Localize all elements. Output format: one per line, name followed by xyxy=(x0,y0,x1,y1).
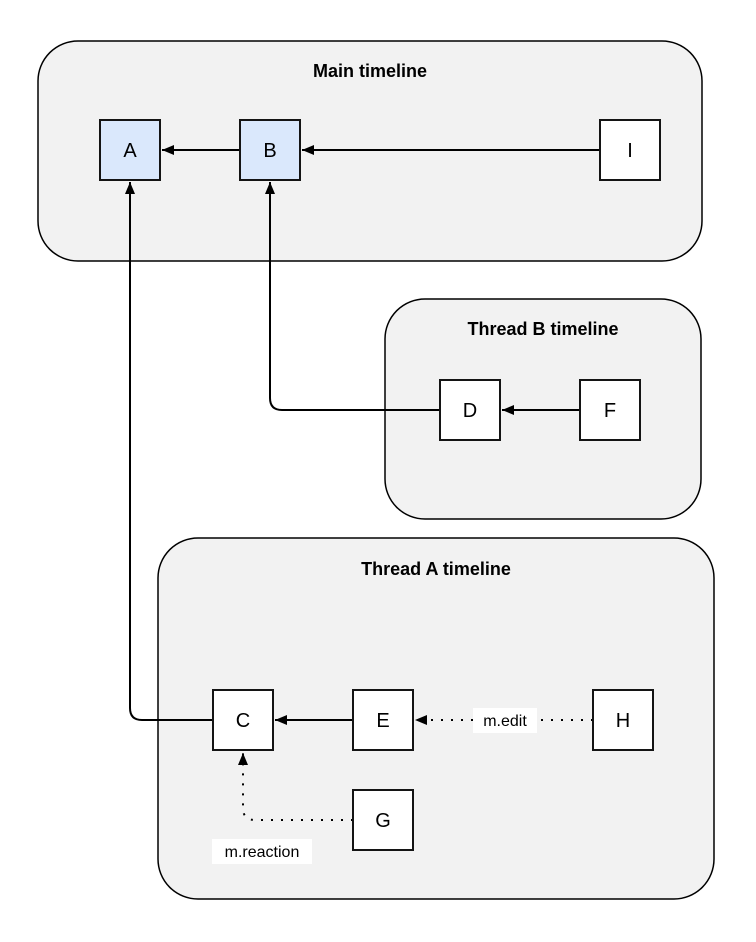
event-b-label: B xyxy=(263,140,276,162)
edge-d-to-b xyxy=(265,182,440,411)
event-f-label: F xyxy=(604,400,616,422)
m-reaction-label-bg xyxy=(212,839,312,864)
thread-a-timeline-box xyxy=(157,537,715,900)
event-node-a: A xyxy=(99,119,161,181)
event-g-box xyxy=(352,789,414,851)
event-node-d: D xyxy=(439,379,501,441)
event-e-box xyxy=(352,689,414,751)
event-node-g: G xyxy=(352,789,414,851)
m-reaction-label: m.reaction xyxy=(225,844,300,861)
event-node-h: H xyxy=(592,689,654,751)
event-c-label: C xyxy=(236,710,250,732)
thread-a-timeline-title: Thread A timeline xyxy=(361,559,511,579)
edge-c-to-a xyxy=(125,182,213,721)
m-edit-label-bg xyxy=(473,708,537,733)
event-d-label: D xyxy=(463,400,477,422)
event-h-box xyxy=(592,689,654,751)
main-timeline-title: Main timeline xyxy=(313,61,427,81)
event-g-label: G xyxy=(375,810,391,832)
edge-label-m-edit: m.edit xyxy=(473,708,537,733)
event-a-label: A xyxy=(123,140,137,162)
event-i-box xyxy=(599,119,661,181)
thread-b-timeline-title: Thread B timeline xyxy=(467,319,618,339)
event-node-b: B xyxy=(239,119,301,181)
m-edit-label: m.edit xyxy=(483,713,527,730)
event-node-i: I xyxy=(599,119,661,181)
event-node-e: E xyxy=(352,689,414,751)
event-b-box xyxy=(239,119,301,181)
edge-label-m-reaction: m.reaction xyxy=(212,839,312,864)
event-f-box xyxy=(579,379,641,441)
event-node-f: F xyxy=(579,379,641,441)
thread-a-timeline-container: Thread A timeline xyxy=(157,537,715,900)
event-a-box xyxy=(99,119,161,181)
event-e-label: E xyxy=(376,710,389,732)
event-c-box xyxy=(212,689,274,751)
event-h-label: H xyxy=(616,710,630,732)
event-d-box xyxy=(439,379,501,441)
event-node-c: C xyxy=(212,689,274,751)
event-i-label: I xyxy=(627,140,633,162)
